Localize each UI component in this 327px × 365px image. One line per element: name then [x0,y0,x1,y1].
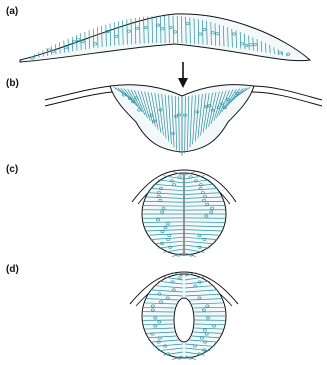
neural-tube-closing-c [132,170,236,257]
plate-nucleus [47,49,50,51]
plate-nucleus [77,38,80,40]
neural-groove-b [45,62,322,156]
ectoderm-right-inner [252,92,322,106]
down-arrow-icon [178,62,188,88]
ectoderm-left-inner [45,92,112,106]
neural-tube-d [130,272,238,360]
neural-plate-a [20,14,310,62]
neural-canal-lumen [174,298,194,342]
